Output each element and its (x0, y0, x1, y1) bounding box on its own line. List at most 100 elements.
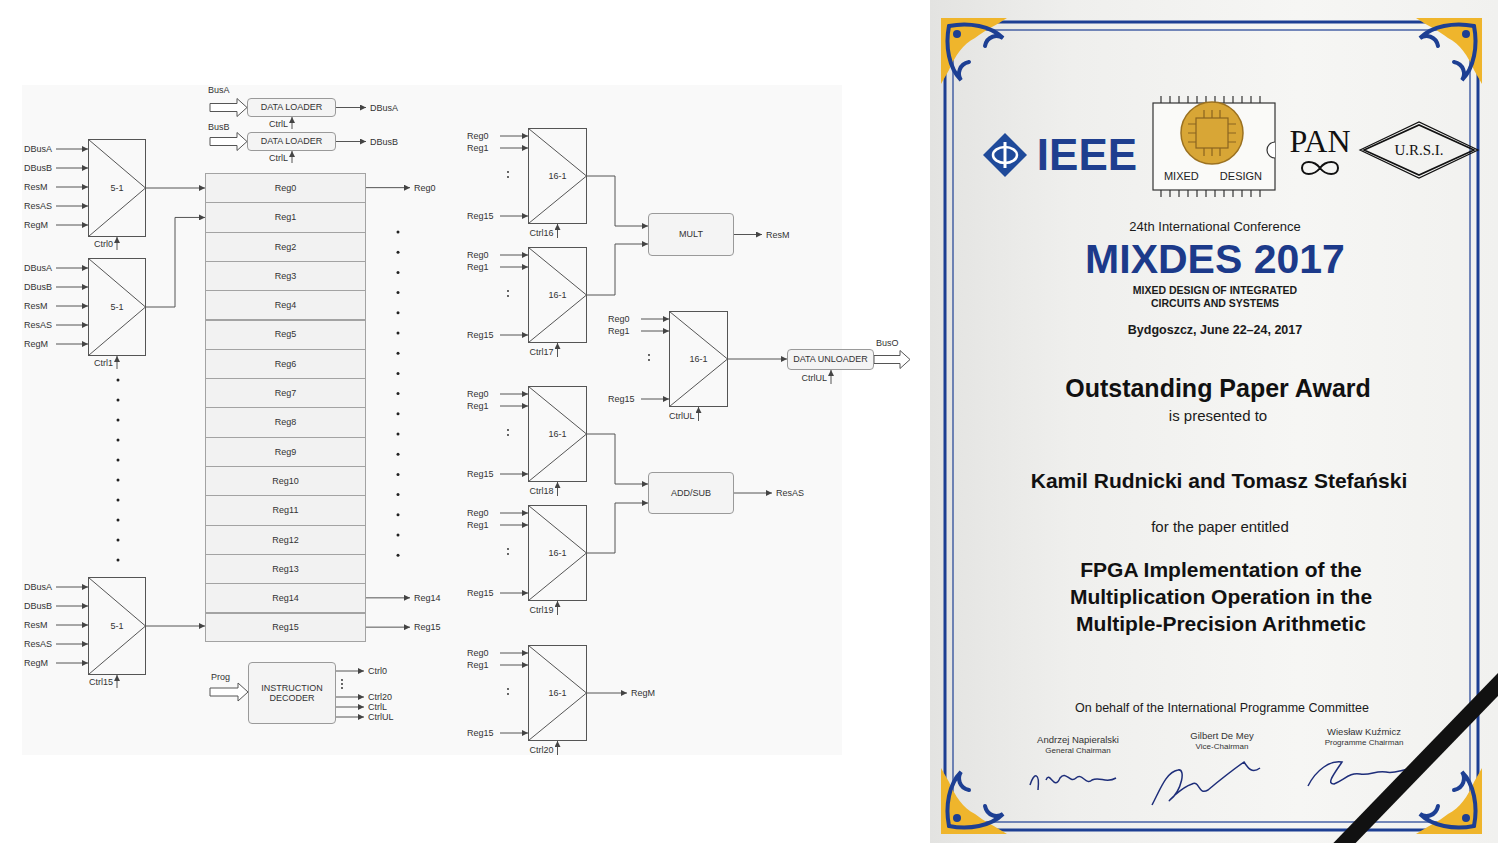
ellipsis-dot (341, 679, 343, 681)
signal-label: ResM (24, 621, 48, 630)
ellipsis-dot (507, 290, 509, 292)
signal-label: Prog (211, 673, 230, 682)
register-cell: Reg13 (205, 554, 366, 584)
connector (587, 434, 648, 484)
signal-label: Reg15 (467, 729, 494, 738)
signal-arrow (500, 394, 528, 395)
ellipsis-dot (117, 399, 120, 402)
node-text: 16-1 (689, 354, 707, 364)
signal-arrow (366, 627, 410, 628)
ellipsis-dot (397, 311, 400, 314)
signal-arrow (292, 151, 293, 163)
register-cell: Reg9 (205, 437, 366, 467)
signal-label: ResM (24, 183, 48, 192)
certificate-text: IEEE (1037, 131, 1137, 179)
signal-arrow (500, 335, 528, 336)
pan-logo-mark (1302, 162, 1338, 174)
signal-arrow (56, 206, 88, 207)
multiplexer-triangle (529, 129, 587, 224)
node-text: 5-1 (110, 183, 123, 193)
multiplexer-16to1: 16-1 (528, 505, 587, 601)
signal-arrow (336, 717, 364, 718)
ellipsis-dot (117, 539, 120, 542)
signature-scribble (1030, 775, 1116, 790)
node-text: Reg5 (275, 329, 297, 339)
certificate-text: Vice-Chairman (1196, 743, 1249, 752)
corner-ornament (1416, 768, 1482, 834)
node-text: MULT (679, 229, 703, 239)
signal-arrow (336, 671, 364, 672)
ellipsis-dot (341, 683, 343, 685)
signal-arrow (56, 225, 88, 226)
signal-arrow (500, 474, 528, 475)
signal-arrow (56, 187, 88, 188)
ellipsis-dot (648, 359, 650, 361)
register-cell: Reg6 (205, 349, 366, 379)
ellipsis-dot (117, 439, 120, 442)
connector (587, 503, 648, 553)
signal-arrow (56, 625, 88, 626)
certificate-text: Wiesław Kuźmicz (1327, 727, 1401, 737)
node-text: ADD/SUB (671, 488, 711, 498)
signal-arrow (56, 663, 88, 664)
signal-label: Ctrl0 (94, 240, 113, 249)
ellipsis-dot (507, 548, 509, 550)
signal-label: Reg1 (608, 327, 630, 336)
signal-arrow (641, 399, 669, 400)
register-cell: Reg15 (205, 613, 366, 642)
node-text: DATA UNLOADER (793, 354, 868, 364)
register-cell: Reg10 (205, 466, 366, 496)
signal-label: Reg0 (467, 649, 489, 658)
signal-label: Reg15 (467, 331, 494, 340)
signal-arrow (500, 255, 528, 256)
signal-label: CtrlUL (669, 412, 695, 421)
connector (587, 176, 648, 226)
certificate-text: Gilbert De Mey (1190, 731, 1253, 741)
node-text: INSTRUCTION DECODER (253, 683, 331, 704)
multiplexer-outline (529, 646, 587, 741)
signal-label: Reg0 (467, 132, 489, 141)
signal-arrow (56, 644, 88, 645)
signal-label: DBusA (370, 103, 398, 112)
signal-label: RegM (24, 659, 48, 668)
signal-label: Reg1 (467, 402, 489, 411)
ellipsis-dot (397, 271, 400, 274)
signal-label: Reg15 (608, 395, 635, 404)
signal-label: CtrlL (269, 154, 288, 163)
certificate-text: MIXED DESIGN OF INTEGRATED CIRCUITS AND … (1115, 284, 1315, 311)
signal-arrow (557, 741, 558, 755)
signal-label: ResAS (24, 202, 52, 211)
multiplier-box: MULT (648, 213, 734, 256)
signal-label: Reg15 (414, 623, 441, 632)
signal-arrow (557, 601, 558, 615)
signal-arrow (56, 149, 88, 150)
ellipsis-dot (397, 493, 400, 496)
signal-label: DBusB (24, 283, 52, 292)
signal-label: Reg14 (414, 593, 441, 602)
ellipsis-dot (397, 231, 400, 234)
ellipsis-dot (507, 429, 509, 431)
signal-label: Reg0 (467, 251, 489, 260)
node-text: Reg3 (275, 271, 297, 281)
certificate-text: is presented to (1169, 408, 1267, 425)
signal-arrow (557, 343, 558, 357)
multiplexer-triangle (89, 578, 146, 675)
certificate-text: for the paper entitled (1151, 519, 1289, 536)
multiplexer-outline (89, 578, 146, 675)
signal-label: Ctrl20 (529, 746, 553, 755)
signal-label: ResM (24, 302, 48, 311)
connector (728, 359, 787, 360)
certificate-text: Outstanding Paper Award (1065, 375, 1371, 403)
signature-scribble (1152, 762, 1260, 805)
certificate-text: FPGA Implementation of the Multiplicatio… (1031, 557, 1411, 638)
certificate-frame (953, 30, 1470, 822)
signal-label: Reg15 (467, 589, 494, 598)
certificate-text: MIXDES 2017 (1085, 237, 1345, 282)
signal-arrow (500, 216, 528, 217)
register-cell: Reg12 (205, 525, 366, 555)
signal-arrow (117, 675, 118, 688)
certificate-text: Bydgoszcz, June 22–24, 2017 (1128, 324, 1302, 338)
ellipsis-dot (117, 419, 120, 422)
multiplexer-16to1: 16-1 (528, 645, 587, 741)
ellipsis-dot (507, 688, 509, 690)
